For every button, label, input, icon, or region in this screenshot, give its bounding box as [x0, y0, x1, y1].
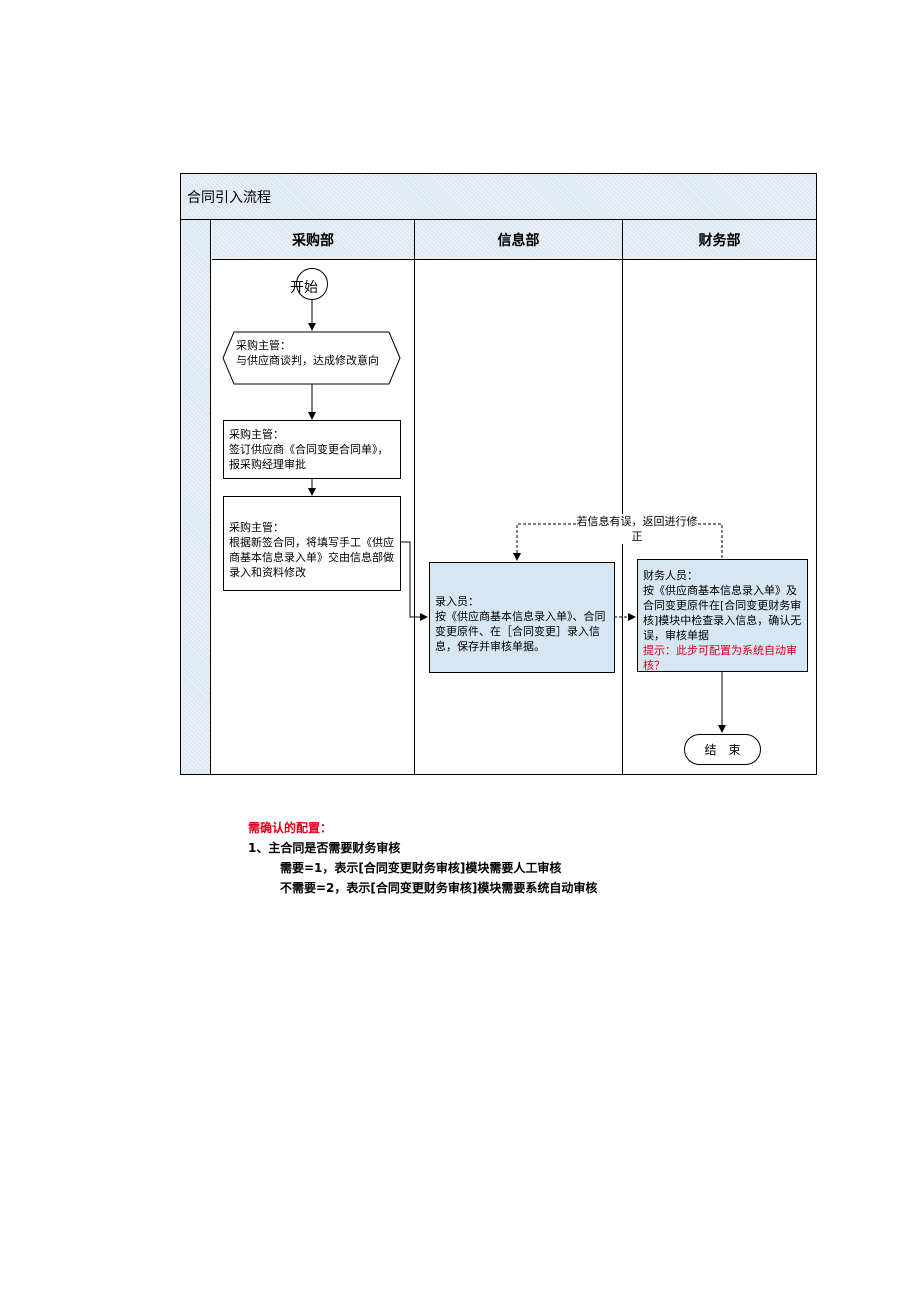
negotiate-text: 与供应商谈判，达成修改意向	[236, 354, 379, 367]
data-entry-node: 录入员： 按《供应商基本信息录入单》、合同变更原件、在［合同变更］录入信息，保存…	[429, 562, 615, 673]
start-node	[296, 268, 328, 300]
sign-contract-node: 采购主管： 签订供应商《合同变更合同单》，报采购经理审批	[223, 420, 401, 479]
finance-review-node: 财务人员： 按《供应商基本信息录入单》及合同变更原件在[合同变更财务审核]模块中…	[637, 559, 808, 672]
negotiate-node: 采购主管： 与供应商谈判，达成修改意向	[236, 338, 386, 368]
finance-role: 财务人员：	[643, 569, 698, 582]
notes-item: 1、主合同是否需要财务审核	[248, 841, 401, 855]
negotiate-role: 采购主管：	[236, 339, 291, 352]
config-notes: 需确认的配置： 1、主合同是否需要财务审核 需要=1，表示[合同变更财务审核]模…	[248, 818, 597, 898]
fill-form-node: 采购主管： 根据新签合同，将填写手工《供应商基本信息录入单》交由信息部做录入和资…	[223, 496, 401, 591]
fill-role: 采购主管：	[229, 521, 284, 534]
flowchart-diagram: 合同引入流程 采购部 信息部 财务部	[180, 173, 817, 775]
sign-text: 签订供应商《合同变更合同单》，报采购经理审批	[229, 443, 389, 471]
return-correction-label: 若信息有误，返回进行修正	[576, 514, 698, 544]
finance-text: 按《供应商基本信息录入单》及合同变更原件在[合同变更财务审核]模块中检查录入信息…	[643, 584, 802, 642]
end-node: 结 束	[684, 734, 761, 765]
flowchart-title: 合同引入流程	[187, 190, 271, 206]
arrow-fill-to-entry	[400, 541, 428, 621]
fill-text: 根据新签合同，将填写手工《供应商基本信息录入单》交由信息部做录入和资料修改	[229, 536, 394, 579]
lane-header-information: 信息部	[415, 220, 623, 260]
entry-text: 按《供应商基本信息录入单》、合同变更原件、在［合同变更］录入信息，保存并审核单据…	[435, 610, 606, 653]
finance-hint: 提示：此步可配置为系统自动审核？	[643, 644, 797, 672]
sign-role: 采购主管：	[229, 428, 284, 441]
negotiate-shape	[222, 331, 401, 385]
lane-header-purchasing: 采购部	[212, 220, 415, 260]
swimlane-side-strip	[181, 220, 211, 774]
notes-option-2: 不需要=2，表示[合同变更财务审核]模块需要系统自动审核	[280, 881, 598, 895]
entry-role: 录入员：	[435, 595, 479, 608]
start-node-label: 开始	[290, 280, 318, 296]
lane-divider	[414, 260, 415, 774]
flowchart-title-bar: 合同引入流程	[181, 174, 816, 220]
notes-heading: 需确认的配置：	[248, 821, 333, 835]
lane-header-finance: 财务部	[623, 220, 816, 260]
notes-option-1: 需要=1，表示[合同变更财务审核]模块需要人工审核	[280, 861, 562, 875]
